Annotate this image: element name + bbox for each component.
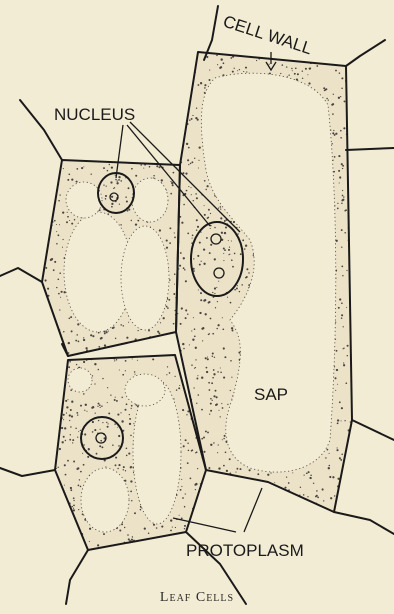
nucleus-label: NUCLEUS — [54, 105, 135, 124]
sap-label: SAP — [254, 385, 288, 404]
figure-caption: Leaf Cells — [0, 590, 394, 606]
cell-wall-label: CELL WALL — [221, 12, 315, 59]
protoplasm-label: PROTOPLASM — [186, 541, 304, 560]
